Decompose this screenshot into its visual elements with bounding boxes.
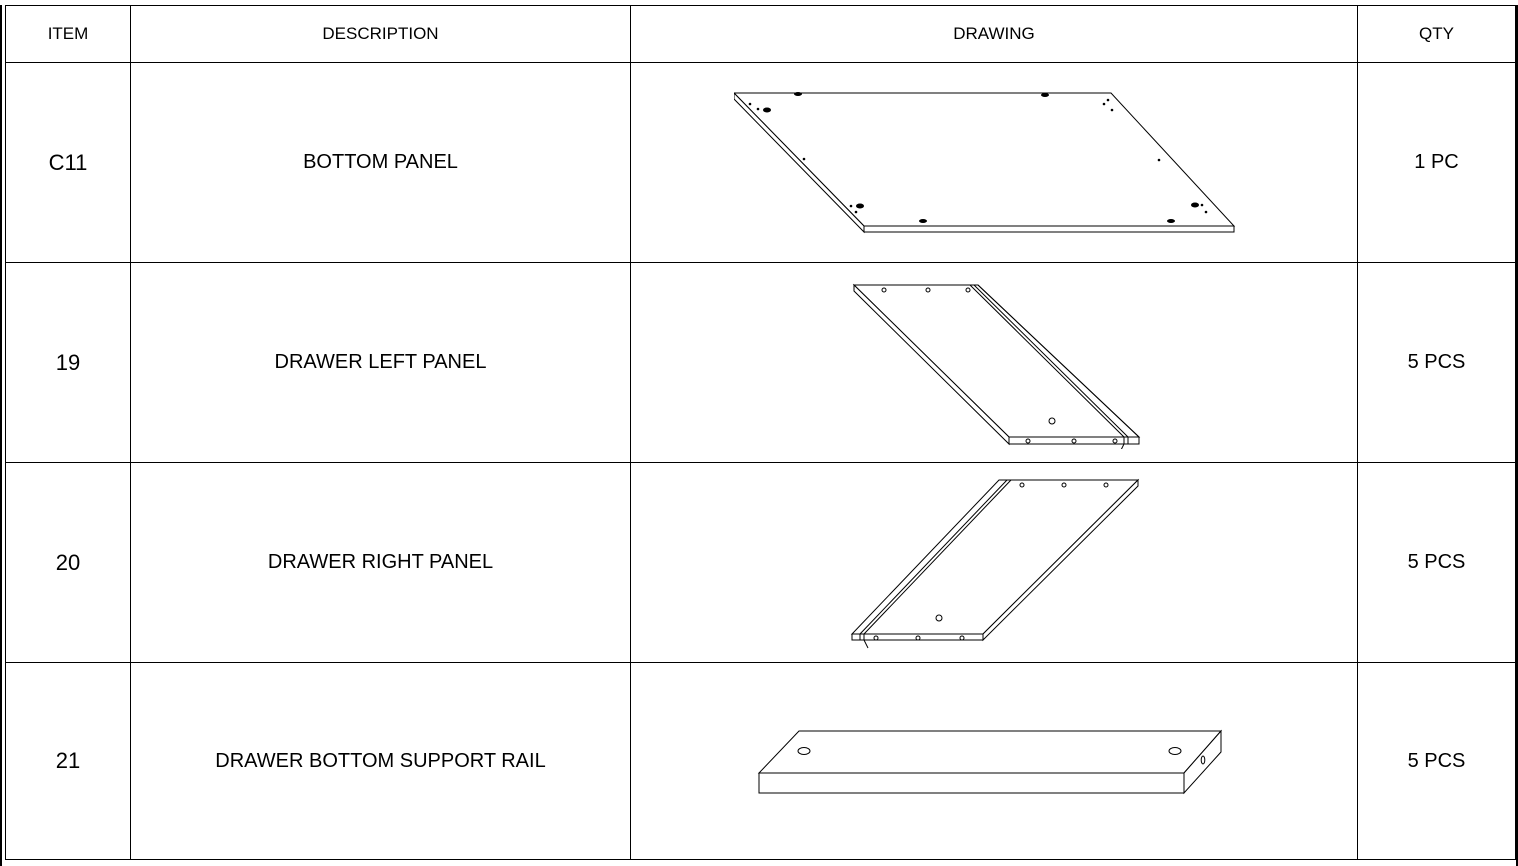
item-quantity: 5 PCS — [1357, 662, 1516, 860]
drawer-left-panel-drawing-icon — [852, 283, 1141, 449]
item-drawing — [630, 662, 1358, 860]
item-description: BOTTOM PANEL — [130, 62, 631, 263]
table-row: 21 DRAWER BOTTOM SUPPORT RAIL — [5, 662, 1516, 860]
item-quantity: 5 PCS — [1357, 262, 1516, 463]
item-number: 21 — [5, 662, 131, 860]
parts-list-sheet: ITEM DESCRIPTION DRAWING QTY C11 BOTTOM … — [0, 5, 1518, 866]
item-drawing — [630, 262, 1358, 463]
item-number: 20 — [5, 462, 131, 663]
item-drawing — [630, 62, 1358, 263]
table-row: 19 DRAWER LEFT PANEL — [5, 262, 1516, 463]
header-item: ITEM — [5, 5, 131, 63]
table-header-row: ITEM DESCRIPTION DRAWING QTY — [5, 5, 1516, 63]
drawer-bottom-support-rail-drawing-icon — [757, 729, 1223, 795]
item-number: C11 — [5, 62, 131, 263]
header-drawing: DRAWING — [630, 5, 1358, 63]
item-number: 19 — [5, 262, 131, 463]
header-description: DESCRIPTION — [130, 5, 631, 63]
item-description: DRAWER LEFT PANEL — [130, 262, 631, 463]
parts-table: ITEM DESCRIPTION DRAWING QTY C11 BOTTOM … — [5, 5, 1516, 860]
header-qty: QTY — [1357, 5, 1516, 63]
item-quantity: 1 PC — [1357, 62, 1516, 263]
item-description: DRAWER BOTTOM SUPPORT RAIL — [130, 662, 631, 860]
bottom-panel-drawing-icon — [734, 91, 1236, 233]
drawer-right-panel-drawing-icon — [850, 478, 1140, 648]
table-row: C11 BOTTOM PANEL — [5, 62, 1516, 263]
item-description: DRAWER RIGHT PANEL — [130, 462, 631, 663]
table-row: 20 DRAWER RIGHT PANEL — [5, 462, 1516, 663]
item-quantity: 5 PCS — [1357, 462, 1516, 663]
item-drawing — [630, 462, 1358, 663]
